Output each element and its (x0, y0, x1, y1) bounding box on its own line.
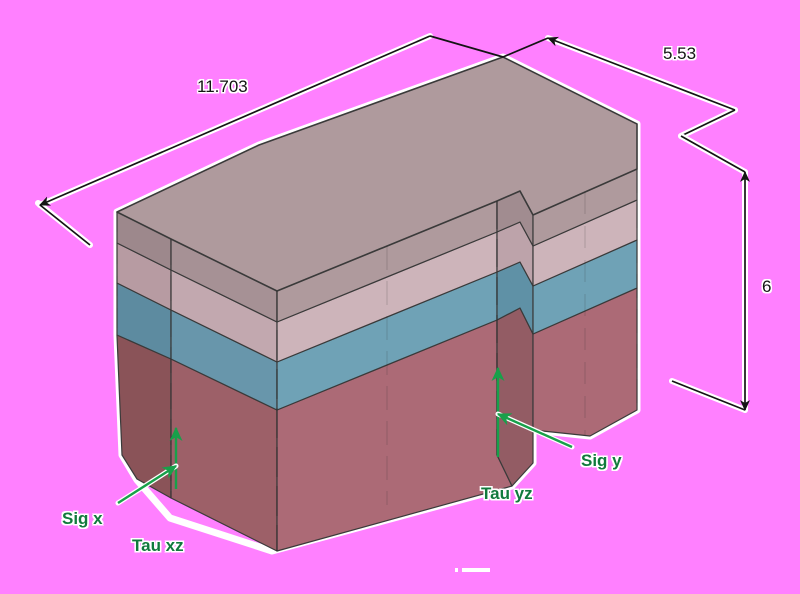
layer-pale-band (116, 199, 638, 363)
dimension-length (35, 33, 504, 248)
layer-teal-band (116, 239, 638, 411)
dimension-height (669, 133, 750, 413)
bottom-dash-dot (455, 568, 458, 572)
layered-soil-solid[interactable] (116, 56, 638, 552)
stress-marker-right[interactable] (491, 366, 575, 457)
layer-red-base (116, 287, 638, 552)
mesh-seams (116, 169, 638, 551)
layer-top-cap (116, 56, 638, 323)
bottom-dash-artifact (462, 568, 490, 572)
stress-marker-left[interactable] (115, 426, 183, 506)
dimension-width (502, 35, 738, 139)
